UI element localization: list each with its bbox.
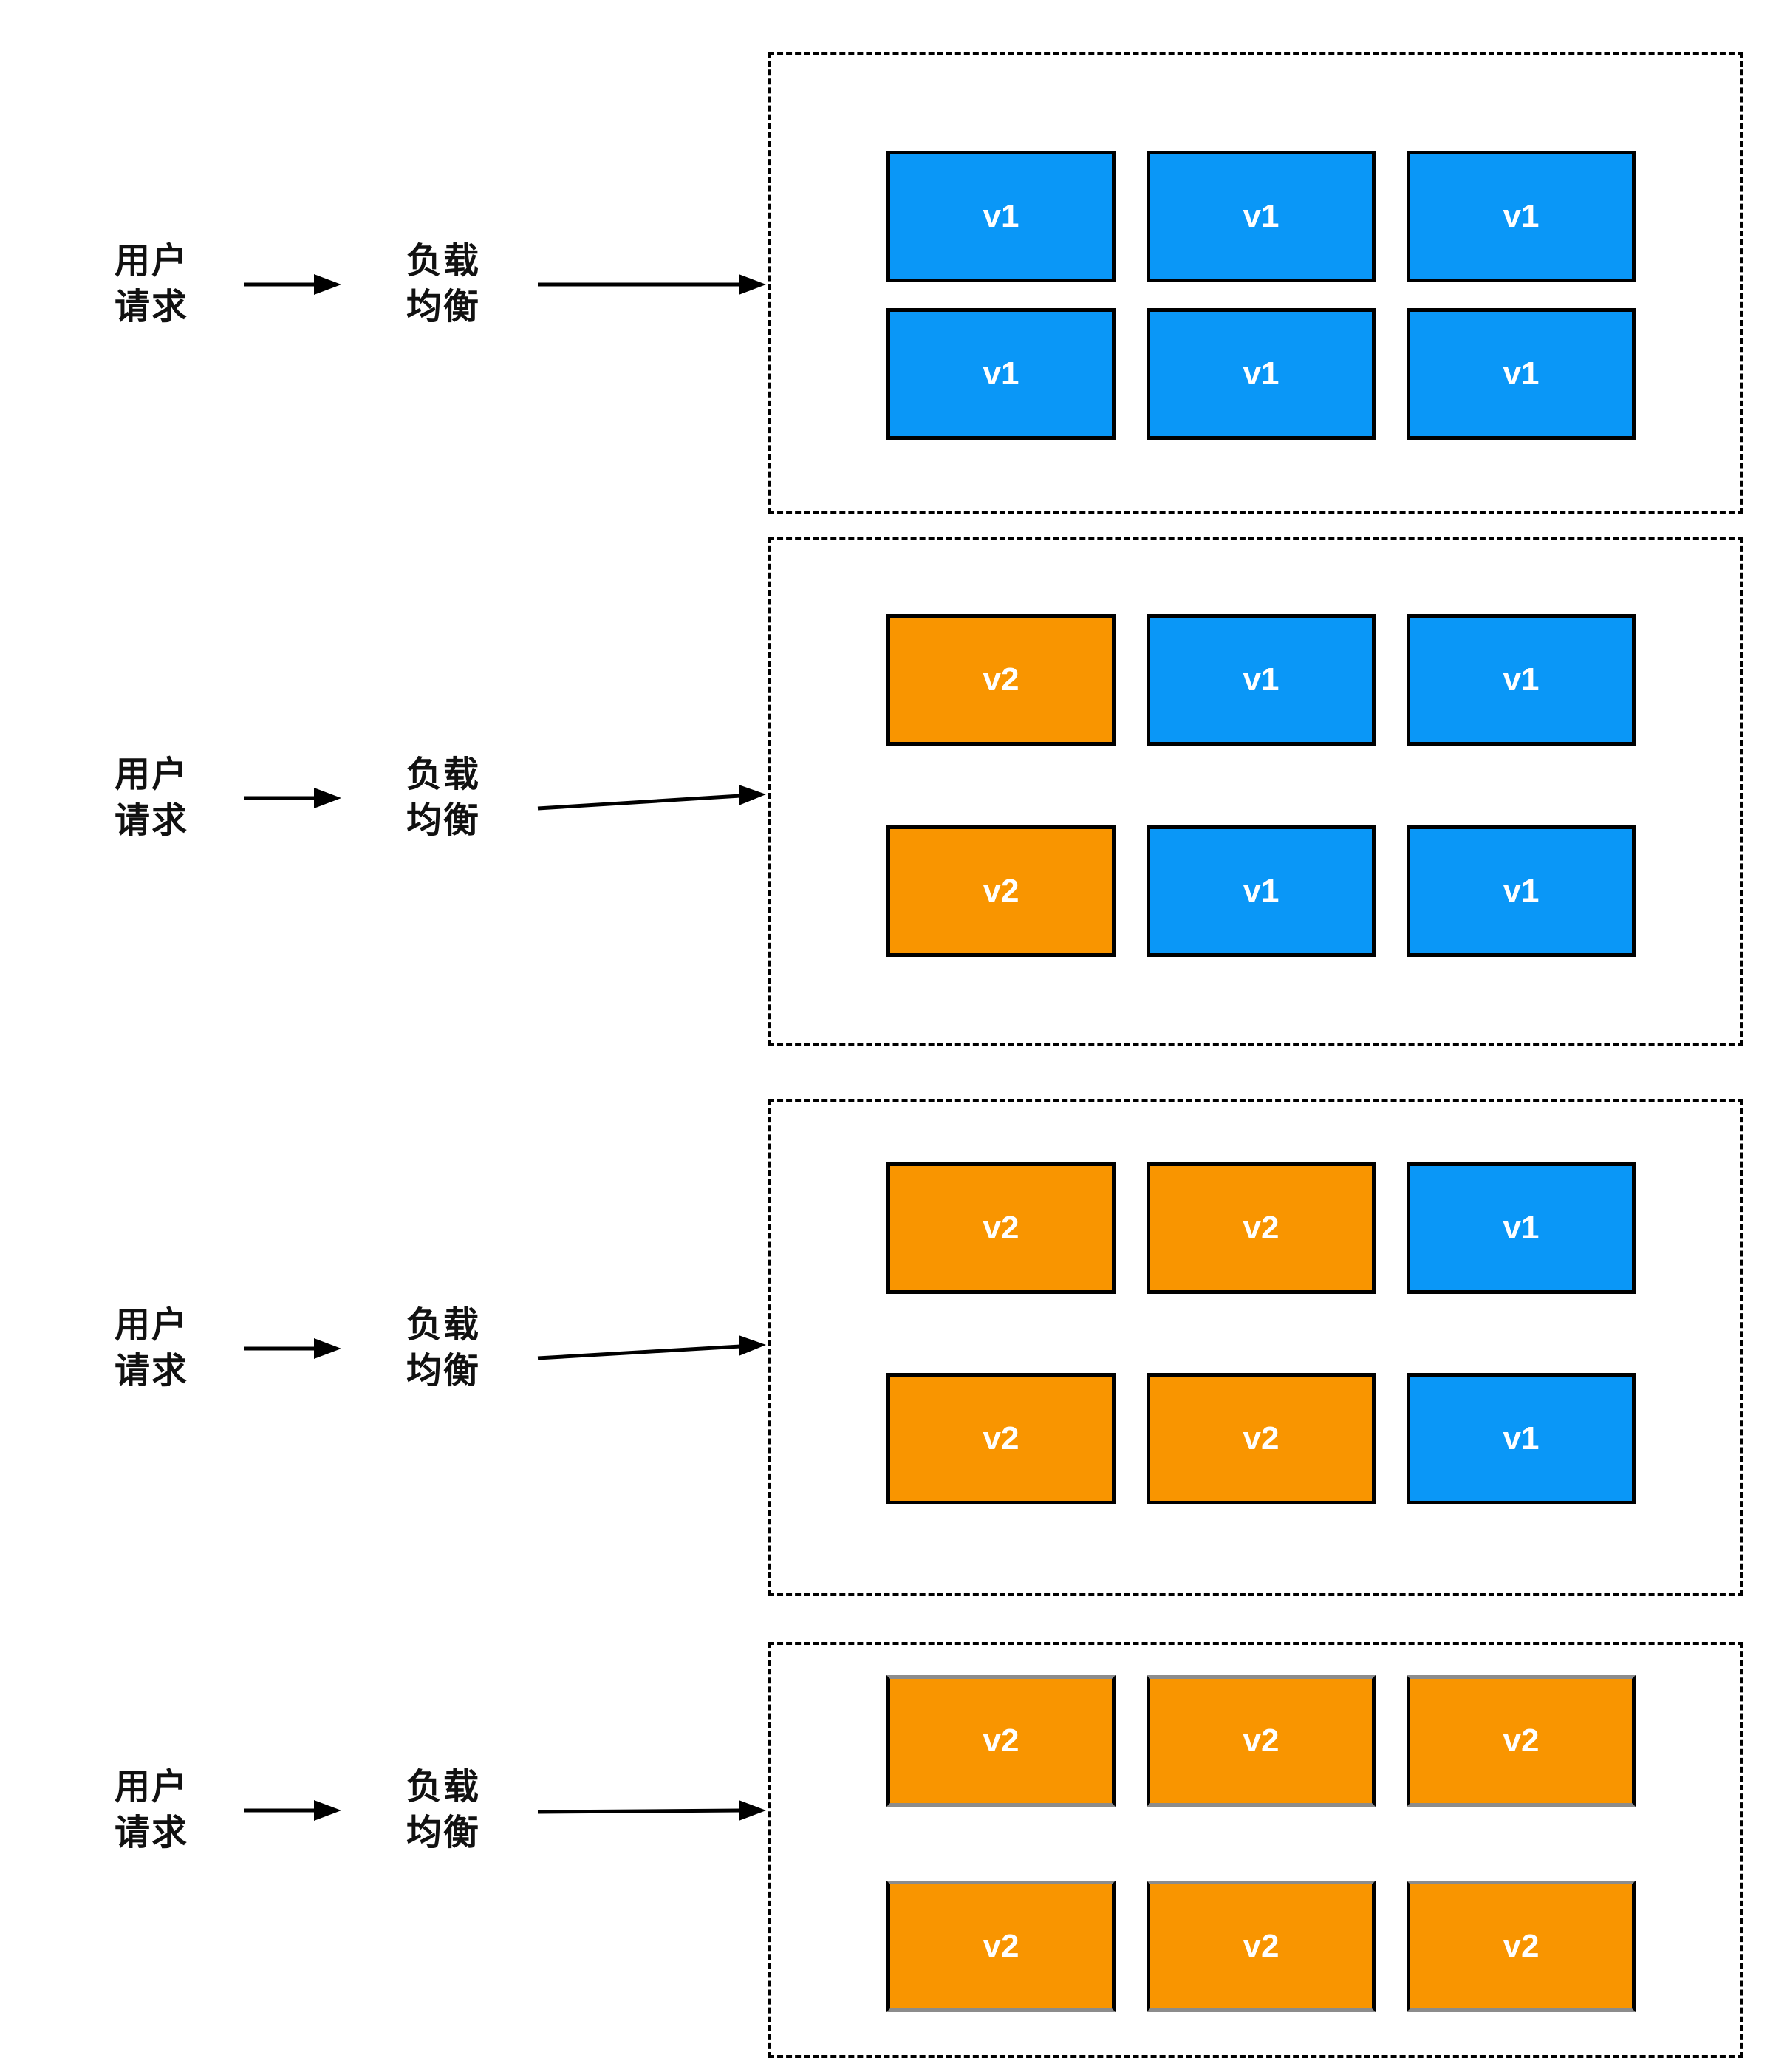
cluster-box-4: v2 v2 v2 v2 v2 v2 xyxy=(768,1642,1743,2058)
user-request-line2: 请求 xyxy=(114,287,188,327)
load-balancer-line1: 负载 xyxy=(406,1768,480,1807)
load-balancer-line1: 负载 xyxy=(406,242,480,281)
load-balancer-label: 负载 均衡 xyxy=(384,1765,502,1856)
load-balancer-line2: 均衡 xyxy=(406,287,480,327)
instance-node: v1 xyxy=(1407,614,1636,746)
load-balancer-label: 负载 均衡 xyxy=(384,1303,502,1394)
instance-node: v2 xyxy=(886,1881,1116,2012)
load-balancer-line2: 均衡 xyxy=(406,1813,480,1853)
user-request-label: 用户 请求 xyxy=(92,1303,211,1394)
user-request-line2: 请求 xyxy=(114,1813,188,1853)
instance-node: v2 xyxy=(886,825,1116,957)
instance-node: v1 xyxy=(1147,151,1376,282)
instance-node: v1 xyxy=(1147,825,1376,957)
user-request-line2: 请求 xyxy=(114,1352,188,1391)
deployment-stage-3: 用户 请求 负载 均衡 v2 v2 v1 v2 v2 v1 xyxy=(0,1099,1773,1596)
instance-node: v2 xyxy=(886,614,1116,746)
instance-node: v1 xyxy=(886,151,1116,282)
instance-node: v1 xyxy=(1407,151,1636,282)
user-request-label: 用户 请求 xyxy=(92,752,211,844)
user-request-label: 用户 请求 xyxy=(92,239,211,330)
instance-node: v2 xyxy=(1147,1373,1376,1504)
deployment-stage-2: 用户 请求 负载 均衡 v2 v1 v1 v2 v1 v1 xyxy=(0,537,1773,1046)
instance-node: v1 xyxy=(1407,308,1636,440)
cluster-box-1: v1 v1 v1 v1 v1 v1 xyxy=(768,52,1743,514)
instance-node: v2 xyxy=(1147,1675,1376,1807)
instance-node: v2 xyxy=(1407,1881,1636,2012)
instance-node: v2 xyxy=(1147,1162,1376,1294)
user-request-label: 用户 请求 xyxy=(92,1765,211,1856)
user-request-line1: 用户 xyxy=(114,242,188,281)
user-request-line2: 请求 xyxy=(114,801,188,840)
load-balancer-line1: 负载 xyxy=(406,755,480,794)
user-request-line1: 用户 xyxy=(114,1768,188,1807)
cluster-box-2: v2 v1 v1 v2 v1 v1 xyxy=(768,537,1743,1046)
load-balancer-label: 负载 均衡 xyxy=(384,752,502,844)
load-balancer-line1: 负载 xyxy=(406,1306,480,1345)
instance-node: v2 xyxy=(886,1675,1116,1807)
instance-node: v1 xyxy=(1147,614,1376,746)
instance-node: v1 xyxy=(1407,825,1636,957)
cluster-box-3: v2 v2 v1 v2 v2 v1 xyxy=(768,1099,1743,1596)
load-balancer-label: 负载 均衡 xyxy=(384,239,502,330)
deployment-stage-1: 用户 请求 负载 均衡 v1 v1 v1 v1 v1 v1 xyxy=(0,52,1773,514)
instance-node: v2 xyxy=(886,1373,1116,1504)
instance-node: v1 xyxy=(1147,308,1376,440)
instance-node: v1 xyxy=(1407,1162,1636,1294)
instance-node: v2 xyxy=(1147,1881,1376,2012)
deployment-stage-4: 用户 请求 负载 均衡 v2 v2 v2 v2 v2 v2 xyxy=(0,1642,1773,2058)
instance-node: v2 xyxy=(886,1162,1116,1294)
user-request-line1: 用户 xyxy=(114,1306,188,1345)
user-request-line1: 用户 xyxy=(114,755,188,794)
instance-node: v2 xyxy=(1407,1675,1636,1807)
instance-node: v1 xyxy=(1407,1373,1636,1504)
load-balancer-line2: 均衡 xyxy=(406,1352,480,1391)
load-balancer-line2: 均衡 xyxy=(406,801,480,840)
instance-node: v1 xyxy=(886,308,1116,440)
